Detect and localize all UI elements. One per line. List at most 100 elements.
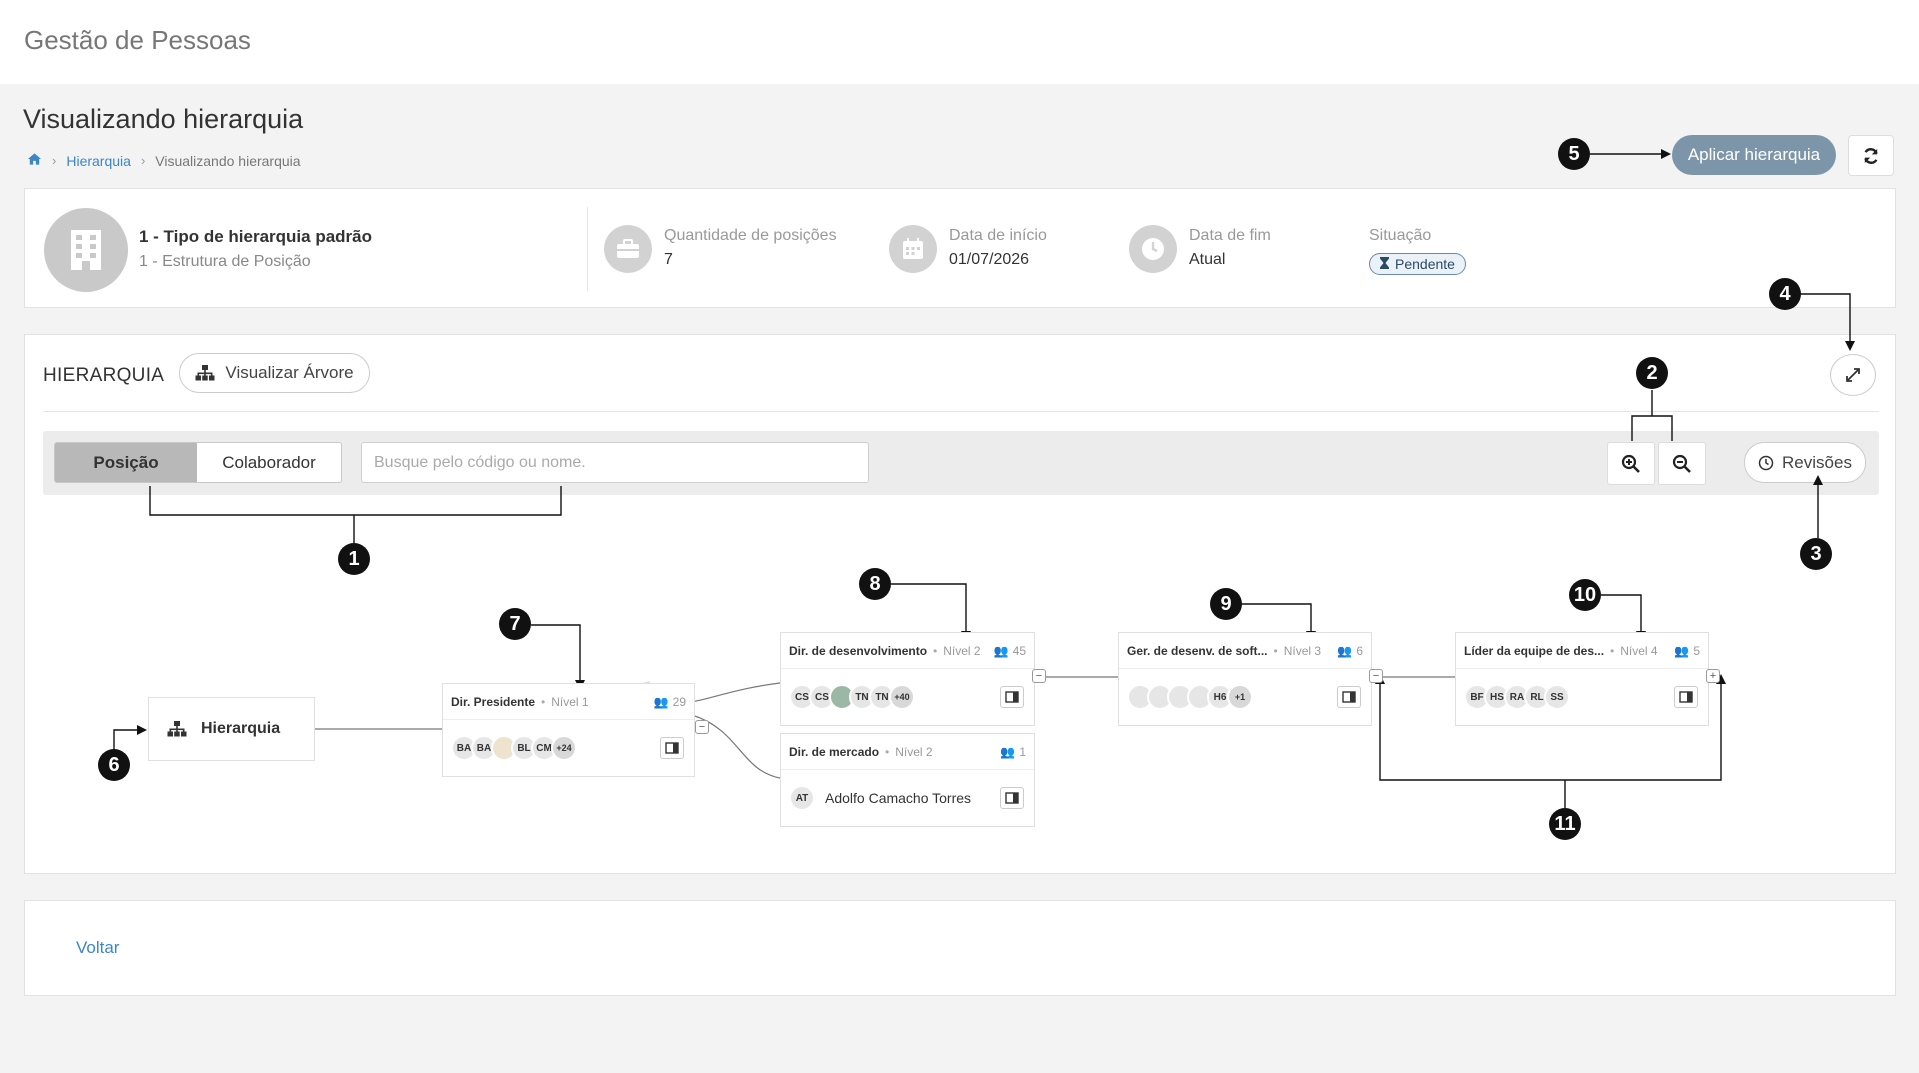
collapse-toggle[interactable]: − <box>1369 669 1383 683</box>
avatar-group: CS CS TN TN +40 <box>789 684 915 710</box>
panel-icon <box>1005 792 1019 804</box>
refresh-button[interactable] <box>1848 135 1894 176</box>
breadcrumb: › Hierarquia › Visualizando hierarquia <box>27 152 301 169</box>
zoom-out-icon <box>1672 454 1691 473</box>
divider <box>587 207 588 291</box>
revisions-label: Revisões <box>1782 452 1852 472</box>
hierarchy-toolbar: Posição Colaborador Revisões <box>43 431 1879 495</box>
start-date-stat: Data de início 01/07/2026 <box>889 225 1047 273</box>
callout-marker: 8 <box>859 568 891 600</box>
briefcase-icon <box>604 225 652 273</box>
apply-hierarchy-button[interactable]: Aplicar hierarquia <box>1672 135 1836 175</box>
footer-card: Voltar <box>24 900 1896 996</box>
separator-dot: • <box>885 744 890 759</box>
zoom-in-icon <box>1621 454 1640 473</box>
positions-label: Quantidade de posições <box>664 227 837 244</box>
expand-icon <box>1846 368 1860 382</box>
position-node[interactable]: Dir. de mercado • Nível 2 👥1 AT Adolfo C… <box>780 733 1035 827</box>
root-node-label: Hierarquia <box>201 720 281 737</box>
view-tree-button[interactable]: Visualizar Árvore <box>179 353 370 393</box>
status-badge: Pendente <box>1369 253 1466 275</box>
back-link[interactable]: Voltar <box>76 938 120 957</box>
panel-icon <box>1679 691 1693 703</box>
separator-dot: • <box>1273 643 1278 658</box>
node-details-button[interactable] <box>1000 686 1024 708</box>
node-level: Nível 2 <box>895 744 933 759</box>
node-details-button[interactable] <box>660 737 684 759</box>
panel-icon <box>665 742 679 754</box>
hierarchy-root-node[interactable]: Hierarquia <box>148 697 315 761</box>
node-level: Nível 1 <box>551 694 589 709</box>
sitemap-icon <box>195 365 215 381</box>
node-level: Nível 3 <box>1283 643 1322 658</box>
users-icon: 👥 <box>1674 643 1690 658</box>
position-node[interactable]: Dir. Presidente • Nível 1 👥29 BA BA BL C… <box>442 683 709 777</box>
node-level: Nível 4 <box>1620 643 1658 658</box>
view-tree-label: Visualizar Árvore <box>225 363 354 382</box>
callout-marker: 2 <box>1636 357 1668 389</box>
chevron-right-icon: › <box>140 153 146 168</box>
start-date-label: Data de início <box>949 227 1047 244</box>
collapse-toggle[interactable]: − <box>695 720 709 734</box>
collapse-toggle[interactable]: − <box>1032 669 1046 683</box>
app-title: Gestão de Pessoas <box>24 25 251 55</box>
callout-marker: 6 <box>98 749 130 781</box>
node-name: Dir. de desenvolvimento <box>789 643 928 658</box>
tab-colaborador[interactable]: Colaborador <box>197 443 341 482</box>
search-input[interactable] <box>361 442 869 483</box>
node-level: Nível 2 <box>943 643 981 658</box>
node-count: 👥5 <box>1674 644 1700 658</box>
home-icon[interactable] <box>27 152 42 169</box>
calendar-icon <box>889 225 937 273</box>
panel-icon <box>1005 691 1019 703</box>
node-count-value: 1 <box>1019 744 1026 759</box>
position-node[interactable]: Líder da equipe de des... • Nível 4 👥5 B… <box>1455 632 1720 726</box>
avatar-group: BA BA BL CM +24 <box>451 735 577 761</box>
end-date-value: Atual <box>1189 251 1226 268</box>
node-name: Líder da equipe de des... <box>1464 643 1605 658</box>
avatar-more[interactable]: +1 <box>1227 684 1253 710</box>
positions-value: 7 <box>664 251 673 268</box>
end-date-label: Data de fim <box>1189 227 1271 244</box>
node-count: 👥29 <box>654 695 686 709</box>
position-node[interactable]: Dir. de desenvolvimento • Nível 2 👥45 CS… <box>780 632 1046 726</box>
separator-dot: • <box>1610 643 1615 658</box>
hierarchy-structure: 1 - Estrutura de Posição <box>139 253 311 270</box>
separator-dot: • <box>933 643 938 658</box>
expand-toggle[interactable]: + <box>1706 669 1720 683</box>
node-count: 👥45 <box>994 644 1026 658</box>
hourglass-icon <box>1380 256 1389 272</box>
chevron-right-icon: › <box>52 153 57 168</box>
zoom-in-button[interactable] <box>1607 442 1655 485</box>
callout-marker: 1 <box>338 543 370 575</box>
zoom-out-button[interactable] <box>1658 442 1706 485</box>
node-count: 👥1 <box>1000 745 1026 759</box>
avatar-more[interactable]: +24 <box>551 735 577 761</box>
avatar[interactable]: SS <box>1544 684 1570 710</box>
panel-icon <box>1342 691 1356 703</box>
node-count-value: 29 <box>672 694 686 709</box>
node-details-button[interactable] <box>1000 787 1024 809</box>
callout-marker: 4 <box>1769 278 1801 310</box>
users-icon: 👥 <box>1337 643 1353 658</box>
avatar-group: BF HS RA RL SS <box>1464 684 1570 710</box>
avatar-more[interactable]: +40 <box>889 684 915 710</box>
hierarchy-info-card: 1 - Tipo de hierarquia padrão 1 - Estrut… <box>24 188 1896 308</box>
sitemap-icon <box>167 721 187 737</box>
status-badge-text: Pendente <box>1395 256 1455 272</box>
fullscreen-button[interactable] <box>1830 354 1876 396</box>
hierarchy-section-title: HIERARQUIA <box>43 365 165 386</box>
position-node[interactable]: Ger. de desenv. de soft... • Nível 3 👥6 … <box>1118 632 1383 726</box>
node-details-button[interactable] <box>1337 686 1361 708</box>
revisions-button[interactable]: Revisões <box>1744 442 1866 483</box>
status-block: Situação Pendente <box>1369 227 1466 275</box>
breadcrumb-link-hierarquia[interactable]: Hierarquia <box>66 152 131 169</box>
node-details-button[interactable] <box>1674 686 1698 708</box>
page-title: Visualizando hierarquia <box>23 104 304 134</box>
avatar[interactable]: AT <box>789 785 815 811</box>
node-name: Dir. de mercado <box>789 744 880 759</box>
avatar-group: H6 +1 <box>1127 684 1253 710</box>
history-icon <box>1758 455 1774 470</box>
status-label: Situação <box>1369 227 1432 244</box>
tab-posicao[interactable]: Posição <box>55 443 197 482</box>
